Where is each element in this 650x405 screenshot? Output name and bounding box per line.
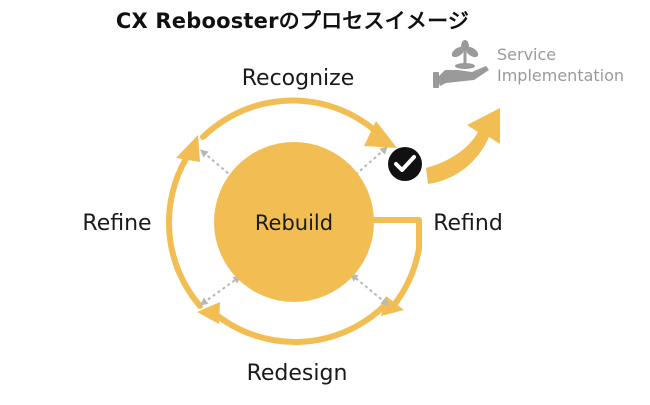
- rebuild-circle: [214, 142, 374, 302]
- service-label-line1: Service: [497, 45, 556, 64]
- redesign-arrow: [197, 302, 387, 345]
- hand-plant-icon: [433, 40, 489, 88]
- service-arrow: [426, 108, 500, 184]
- redesign-label: Redesign: [247, 361, 348, 386]
- recognize-arrow: [200, 97, 397, 148]
- refind-label: Refind: [433, 211, 503, 236]
- check-icon: [388, 147, 422, 181]
- page-title: CX Reboosterのプロセスイメージ: [115, 9, 470, 33]
- connector-bottom-right: [349, 273, 390, 306]
- connector-top-right: [350, 146, 389, 179]
- service-label-line2: Implementation: [497, 66, 624, 85]
- refine-label: Refine: [82, 211, 151, 236]
- recognize-label: Recognize: [242, 66, 355, 91]
- connector-bottom-left: [199, 275, 242, 306]
- rebuild-label: Rebuild: [255, 211, 333, 235]
- refine-arrow: [166, 135, 203, 309]
- refind-arrow: [373, 217, 422, 316]
